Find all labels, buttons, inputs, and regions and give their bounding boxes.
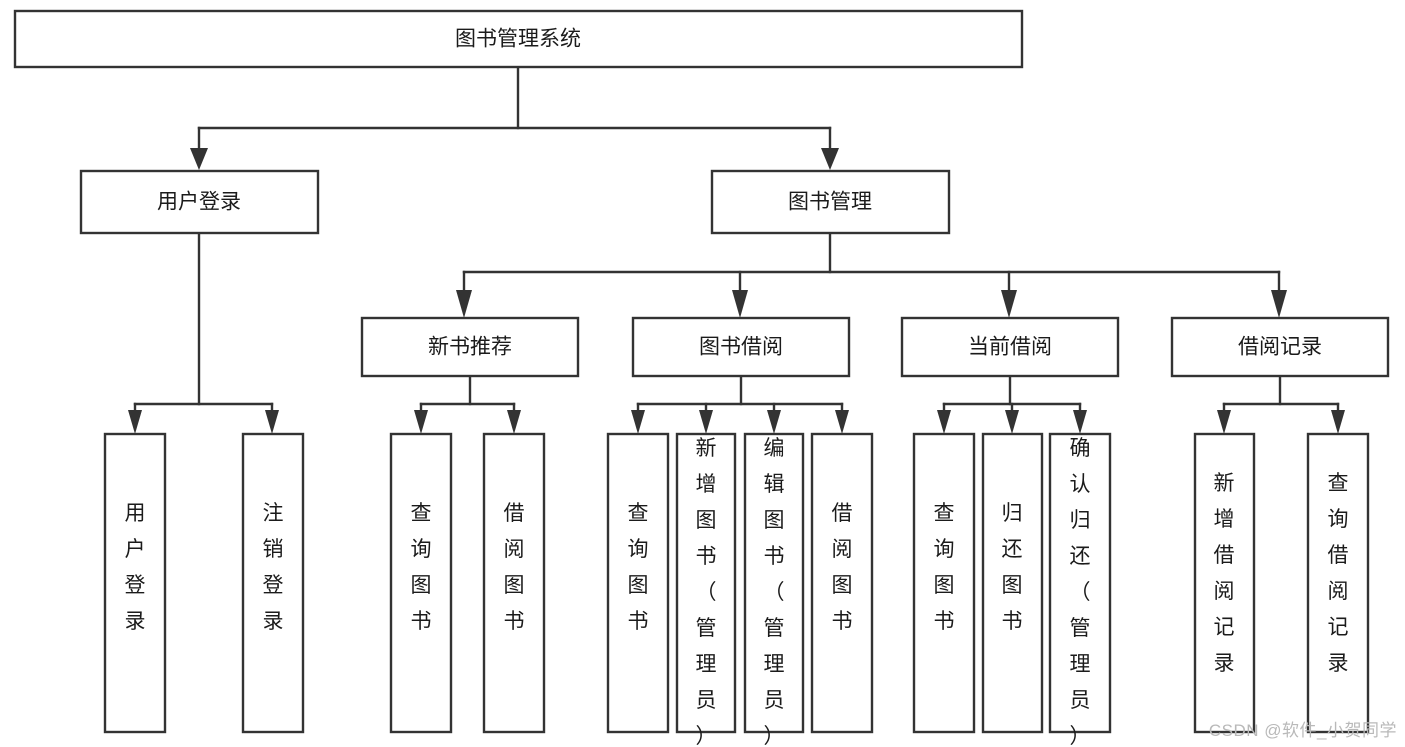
node-book-manage-label: 图书管理 [788, 191, 872, 214]
node-leaf-4[interactable]: 借阅图书 [482, 432, 546, 734]
arrowhead-leaf-12 [1217, 410, 1231, 434]
node-current-borrow-label: 当前借阅 [968, 336, 1052, 359]
node-leaf-11[interactable]: 确认归还（管理员） [1048, 432, 1112, 747]
arrowhead-book-borrow [732, 290, 748, 318]
arrowhead-leaf-1 [128, 410, 142, 434]
node-leaf-12-label: 新增借阅记录 [1214, 472, 1235, 675]
node-leaf-3[interactable]: 查询图书 [389, 432, 453, 734]
node-borrow-record-box[interactable] [1170, 316, 1390, 378]
node-leaf-3-label: 查询图书 [411, 502, 432, 633]
node-leaf-9[interactable]: 查询图书 [912, 432, 976, 734]
node-borrow-record-label: 借阅记录 [1238, 336, 1322, 359]
node-book-manage[interactable]: 图书管理 [710, 169, 951, 235]
arrowhead-leaf-5 [631, 410, 645, 434]
node-current-borrow-box[interactable] [900, 316, 1120, 378]
node-leaf-13[interactable]: 查询借阅记录 [1306, 432, 1370, 734]
arrowhead-leaf-8 [835, 410, 849, 434]
node-leaf-6-box[interactable] [675, 432, 737, 734]
node-borrow-record[interactable]: 借阅记录 [1170, 316, 1390, 378]
arrowhead-user-login [190, 148, 208, 170]
node-new-book-rec-label: 新书推荐 [428, 336, 512, 359]
node-leaf-5[interactable]: 查询图书 [606, 432, 670, 734]
node-leaf-10-label: 归还图书 [1002, 502, 1023, 633]
node-leaf-10[interactable]: 归还图书 [981, 432, 1044, 734]
arrowhead-leaf-10 [1005, 410, 1019, 434]
node-leaf-5-label: 查询图书 [628, 502, 649, 633]
arrowhead-leaf-7 [767, 410, 781, 434]
node-book-borrow-box[interactable] [631, 316, 851, 378]
node-leaf-6[interactable]: 新增图书（管理员） [675, 432, 737, 747]
node-leaf-7-box[interactable] [743, 432, 805, 734]
arrowhead-leaf-11 [1073, 410, 1087, 434]
node-book-borrow[interactable]: 图书借阅 [631, 316, 851, 378]
node-new-book-rec[interactable]: 新书推荐 [360, 316, 580, 378]
node-leaf-7-label: 编辑图书（管理员） [764, 437, 785, 747]
node-leaf-3-box[interactable] [389, 432, 453, 734]
node-user-login-label: 用户登录 [157, 191, 241, 214]
node-leaf-6-label: 新增图书（管理员） [696, 437, 717, 747]
node-leaf-8[interactable]: 借阅图书 [810, 432, 874, 734]
node-leaf-12[interactable]: 新增借阅记录 [1193, 432, 1256, 734]
arrowhead-new-book-rec [456, 290, 472, 318]
arrowhead-current-borrow [1001, 290, 1017, 318]
node-leaf-7[interactable]: 编辑图书（管理员） [743, 432, 805, 747]
node-book-manage-box[interactable] [710, 169, 951, 235]
node-leaf-8-label: 借阅图书 [832, 502, 853, 633]
node-user-login-box[interactable] [79, 169, 320, 235]
node-leaf-13-box[interactable] [1306, 432, 1370, 734]
node-current-borrow[interactable]: 当前借阅 [900, 316, 1120, 378]
leaf-node-group: 用户登录 注销登录 查询图书 借阅图书 查询图书 新增图书（管理员） [103, 432, 1370, 747]
connector-group [128, 65, 1345, 434]
node-leaf-10-box[interactable] [981, 432, 1044, 734]
node-user-login[interactable]: 用户登录 [79, 169, 320, 235]
node-leaf-1-box[interactable] [103, 432, 167, 734]
node-leaf-1[interactable]: 用户登录 [103, 432, 167, 734]
node-root-label: 图书管理系统 [455, 28, 581, 51]
node-book-borrow-label: 图书借阅 [699, 336, 783, 359]
csdn-watermark: CSDN @软件_小贺同学 [1208, 721, 1397, 740]
node-root[interactable]: 图书管理系统 [13, 9, 1024, 69]
node-leaf-2[interactable]: 注销登录 [241, 432, 305, 734]
node-leaf-5-box[interactable] [606, 432, 670, 734]
node-root-box[interactable] [13, 9, 1024, 69]
node-new-book-rec-box[interactable] [360, 316, 580, 378]
node-leaf-9-label: 查询图书 [934, 502, 955, 633]
arrowhead-leaf-2 [265, 410, 279, 434]
node-leaf-4-label: 借阅图书 [504, 502, 525, 633]
arrowhead-leaf-3 [414, 410, 428, 434]
node-leaf-12-box[interactable] [1193, 432, 1256, 734]
arrowhead-borrow-record [1271, 290, 1287, 318]
node-leaf-9-box[interactable] [912, 432, 976, 734]
node-leaf-2-box[interactable] [241, 432, 305, 734]
arrowhead-book-manage [821, 148, 839, 170]
node-leaf-2-label: 注销登录 [263, 502, 284, 633]
node-leaf-11-label: 确认归还（管理员） [1070, 437, 1091, 747]
arrowhead-leaf-13 [1331, 410, 1345, 434]
node-leaf-13-label: 查询借阅记录 [1328, 472, 1349, 675]
node-leaf-4-box[interactable] [482, 432, 546, 734]
node-leaf-1-label: 用户登录 [125, 502, 146, 633]
arrowhead-leaf-6 [699, 410, 713, 434]
arrowhead-leaf-9 [937, 410, 951, 434]
arrowhead-leaf-4 [507, 410, 521, 434]
node-leaf-11-box[interactable] [1048, 432, 1112, 734]
node-leaf-8-box[interactable] [810, 432, 874, 734]
